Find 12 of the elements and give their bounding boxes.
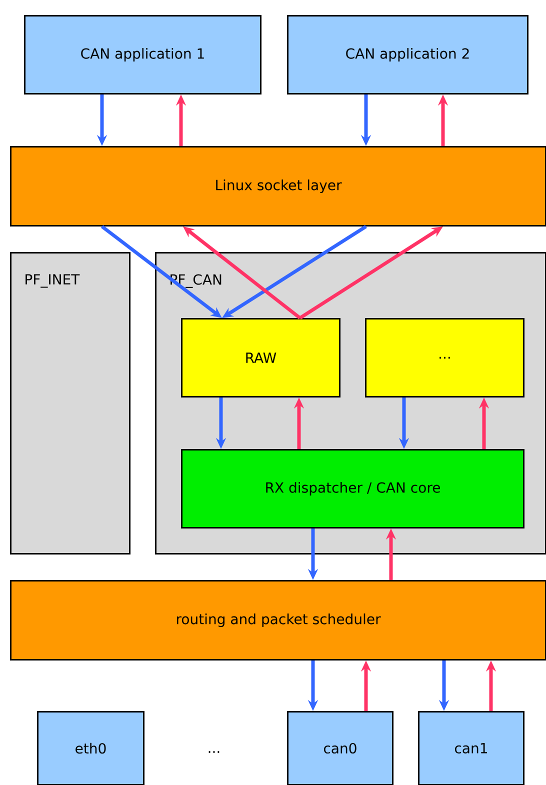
process-box: CAN application 1 xyxy=(24,15,262,94)
process-box: ... xyxy=(365,318,524,398)
process-box: Linux socket layer xyxy=(10,146,546,226)
process-box: eth0 xyxy=(37,711,144,785)
ellipsis-label: ... xyxy=(208,751,220,753)
process-box: CAN application 2 xyxy=(287,15,528,94)
process-box: routing and packet scheduler xyxy=(10,580,546,660)
process-box: RAW xyxy=(181,318,340,398)
process-box: can0 xyxy=(287,711,394,785)
process-box: RX dispatcher / CAN core xyxy=(181,449,524,528)
process-box: can1 xyxy=(418,711,524,785)
group-panel: PF_INET xyxy=(10,252,130,554)
